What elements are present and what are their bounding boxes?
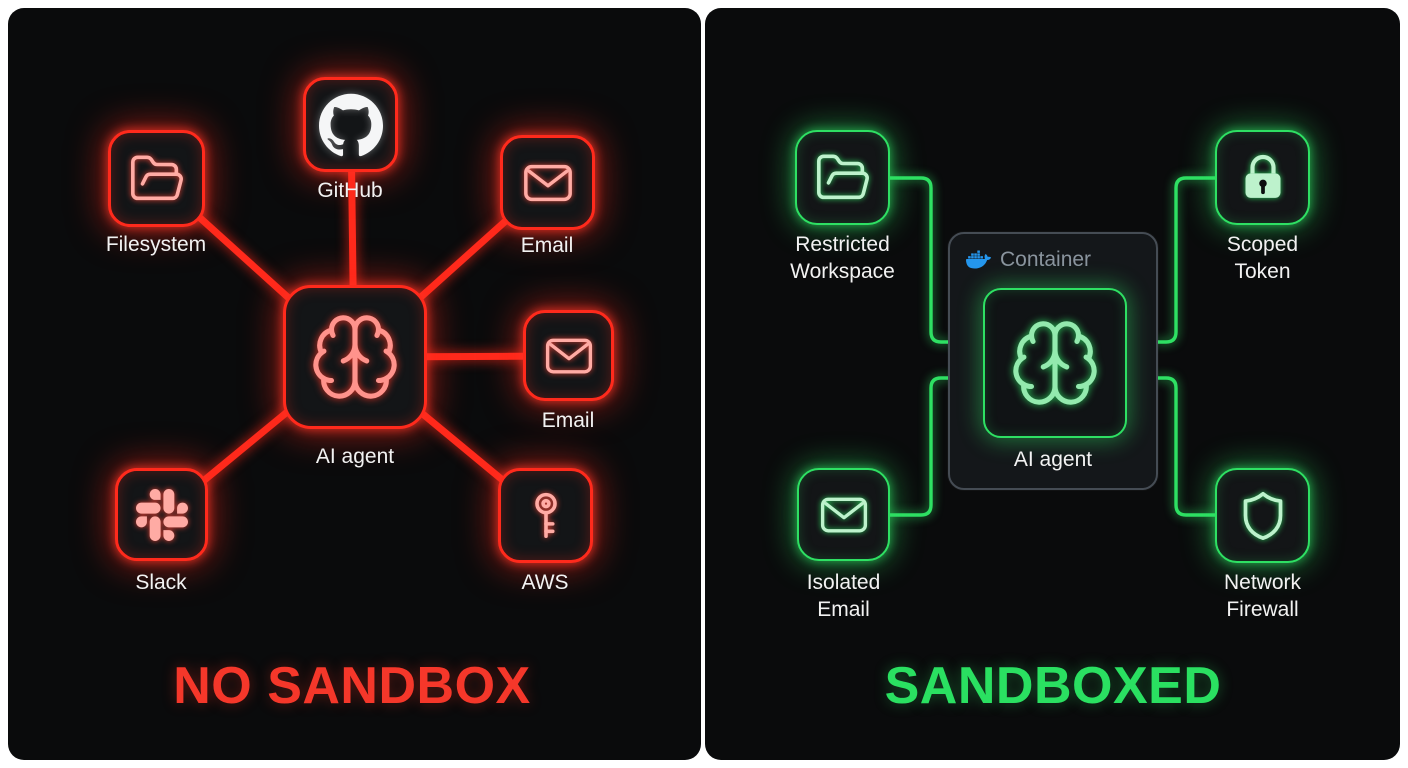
shield-icon [1235, 488, 1291, 544]
node-filesystem [108, 130, 205, 227]
node-network-firewall [1215, 468, 1310, 563]
email-right-label: Email [541, 409, 595, 432]
key-icon [519, 489, 573, 543]
lock-icon [1235, 150, 1291, 206]
restricted-workspace-label: Restricted Workspace [790, 233, 895, 283]
scoped-token-label: Scoped Token [1226, 233, 1299, 283]
network-firewall-label: Network Firewall [1223, 571, 1302, 621]
sandboxed-title: SANDBOXED [884, 657, 1222, 715]
node-aws [498, 468, 593, 563]
folder-icon [128, 150, 186, 208]
github-label: GitHub [317, 179, 383, 202]
envelope-icon [542, 329, 596, 383]
envelope-icon [520, 155, 576, 211]
node-slack [115, 468, 208, 561]
slack-icon [135, 488, 188, 541]
container-header: Container [966, 247, 1091, 272]
brain-icon [308, 310, 402, 404]
node-email-right [523, 310, 614, 401]
aws-label: AWS [521, 571, 569, 594]
node-email-top [500, 135, 595, 230]
node-restricted-workspace [795, 130, 890, 225]
folder-icon [814, 149, 872, 207]
ai-agent-right-label: AI agent [1013, 448, 1093, 471]
node-ai-agent-left [283, 285, 427, 429]
container-box: Container AI agent [948, 232, 1158, 490]
slack-label: Slack [135, 571, 187, 594]
brain-icon [1008, 316, 1102, 410]
email-top-label: Email [520, 234, 574, 257]
node-scoped-token [1215, 130, 1310, 225]
docker-icon [966, 247, 991, 272]
node-isolated-email [797, 468, 890, 561]
github-icon [318, 93, 383, 157]
filesystem-label: Filesystem [105, 233, 207, 256]
ai-agent-left-label: AI agent [315, 445, 395, 468]
node-github [303, 77, 398, 172]
container-label: Container [1000, 247, 1092, 271]
node-ai-agent-right [983, 288, 1127, 438]
no-sandbox-title: NO SANDBOX [173, 657, 531, 715]
envelope-icon [817, 488, 871, 542]
isolated-email-label: Isolated Email [806, 571, 881, 621]
